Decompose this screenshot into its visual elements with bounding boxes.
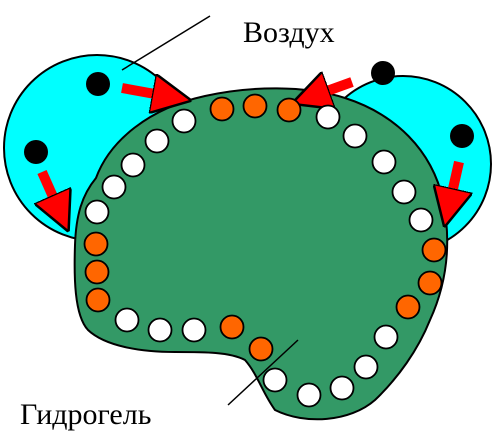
particle-white [122,154,145,177]
molecule-dot [24,140,48,164]
particle-white [331,377,354,400]
particle-white [375,326,398,349]
particle-orange [244,95,267,118]
particle-orange [86,261,109,284]
molecule-dot [371,61,395,85]
arrow [316,82,352,95]
particle-white [146,130,169,153]
particle-white [149,319,172,342]
particle-white [86,201,109,224]
particle-white [183,319,206,342]
particle-orange [85,233,108,256]
particle-white [116,309,139,332]
particle-orange [250,338,273,361]
particle-orange [423,239,446,262]
particle-orange [397,296,420,319]
particle-orange [278,99,301,122]
particle-white [355,356,378,379]
particle-white [317,106,340,129]
particle-white [410,209,433,232]
molecule-dot [450,124,474,148]
molecule-dot [86,72,110,96]
particle-white [103,176,126,199]
label-hydrogel: Гидрогель [20,400,151,430]
particle-white [344,125,367,148]
leader-line-air [122,16,210,70]
particle-white [298,384,321,407]
particle-white [393,181,416,204]
particle-orange [211,98,234,121]
hydrogel-body [75,88,448,419]
particle-white [373,151,396,174]
particle-white [264,369,287,392]
particle-white [173,110,196,133]
particle-orange [419,272,442,295]
particle-orange [221,316,244,339]
particle-orange [87,289,110,312]
label-air: Воздух [243,18,335,48]
